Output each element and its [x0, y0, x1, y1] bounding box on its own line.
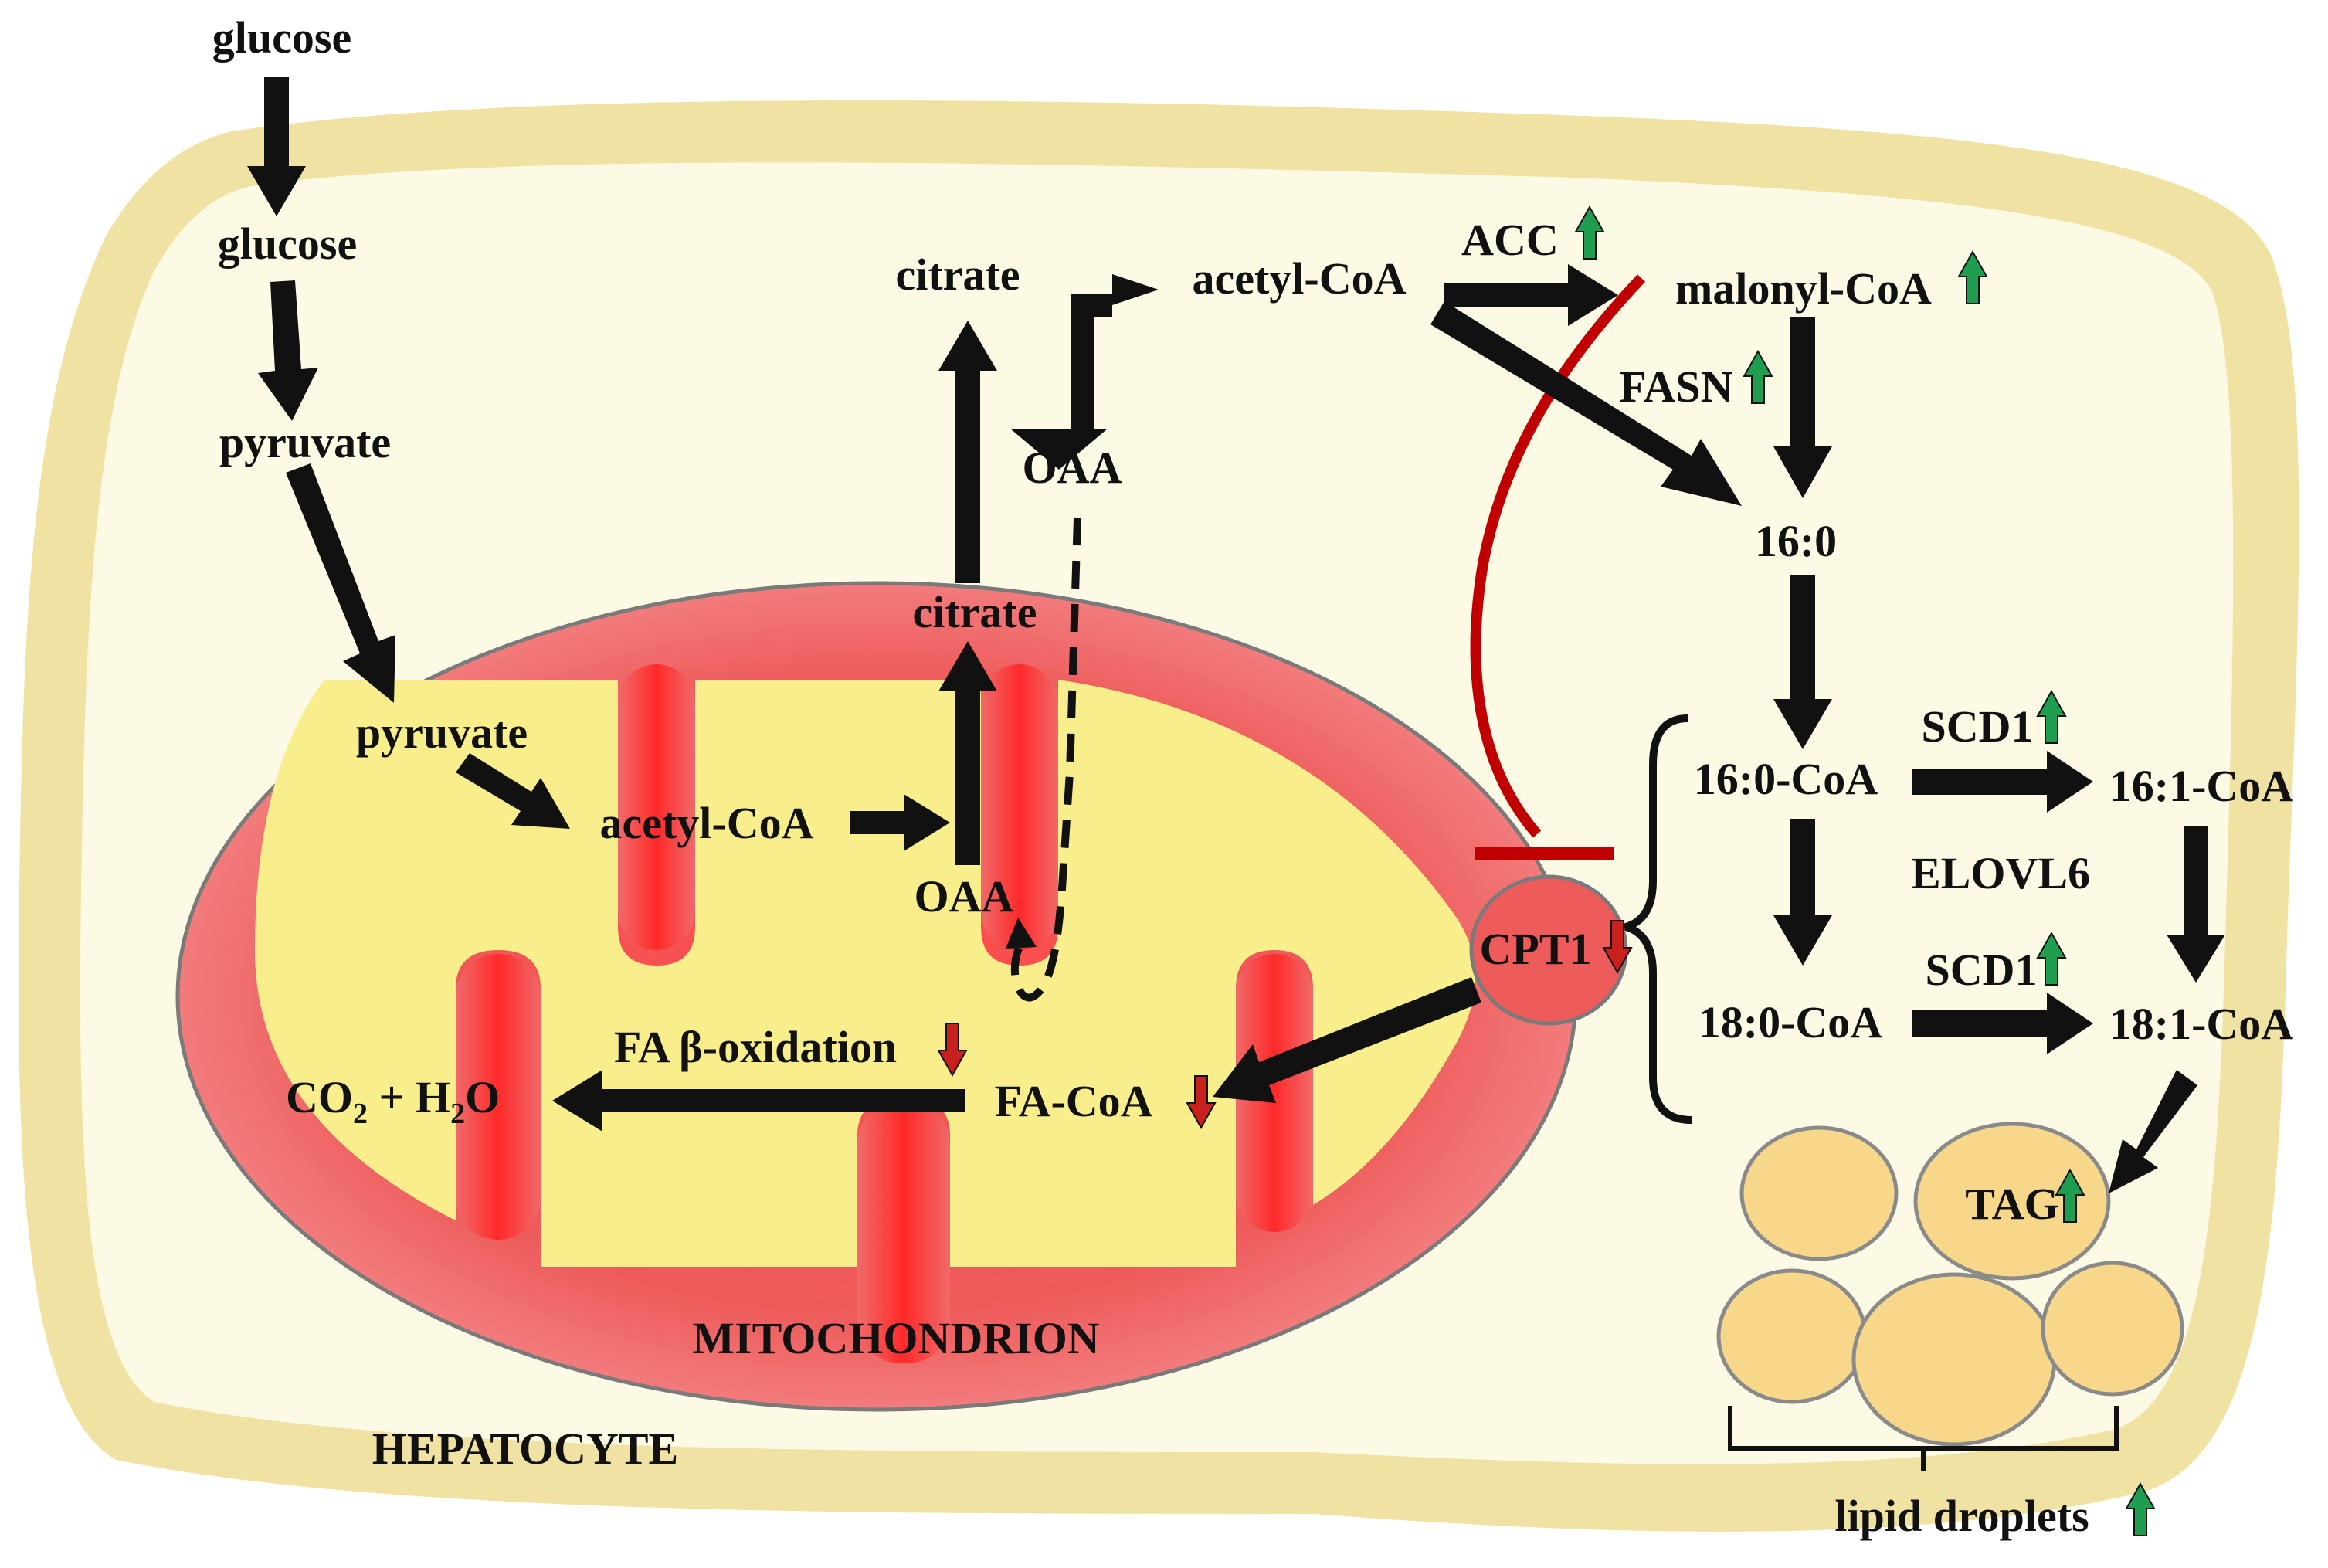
arrow-scd1-18 — [1912, 993, 2093, 1054]
lipid-droplet — [1739, 1125, 1899, 1261]
lipid-droplet — [2041, 1261, 2184, 1397]
labels: glucose glucose pyruvate citrate acetyl-… — [212, 12, 2294, 1541]
arrow-malonyl-16-0 — [1773, 317, 1832, 498]
co2-h2o-sub-2: 2 — [353, 1098, 368, 1130]
arrow-glucose-pyruvate — [258, 280, 318, 421]
arrow-16-0-coa — [1773, 575, 1832, 749]
mitochondrion-label: MITOCHONDRION — [692, 1313, 1100, 1363]
oaa-return-dashed-arrow — [1010, 517, 1081, 1002]
arrow-oaa-citrate-mito — [938, 641, 997, 865]
up-arrow-icon — [1743, 349, 1773, 404]
fasn-enzyme-label: FASN — [1619, 361, 1732, 412]
co2-h2o-o: O — [465, 1072, 500, 1122]
up-arrow-icon — [1957, 249, 1988, 304]
up-arrow-icon — [2055, 1168, 2085, 1223]
lipid-droplet — [1716, 1268, 1868, 1404]
arrow-scd1-16 — [1912, 751, 2093, 813]
lipid-droplets-bracket — [1728, 1406, 2119, 1471]
cpt1-label: CPT1 — [1480, 924, 1592, 974]
co2-h2o-plus-h: + H — [368, 1072, 450, 1122]
arrow-acetyl-malonyl — [1444, 264, 1618, 326]
lipid-droplet — [1851, 1272, 2057, 1447]
up-arrow-icon — [2036, 689, 2067, 744]
down-arrow-icon — [1602, 920, 1633, 975]
citrate-mito-label: citrate — [913, 587, 1037, 637]
fa-coa-label: FA-CoA — [994, 1076, 1152, 1126]
co2-h2o-sub-2b: 2 — [450, 1098, 465, 1130]
arrow-fa-coa-co2 — [552, 1070, 965, 1132]
hepatocyte-label: HEPATOCYTE — [372, 1424, 678, 1474]
arrow-cpt1-fa-coa — [1213, 977, 1481, 1103]
arrow-elovl6-16-18 — [2167, 826, 2225, 983]
arrow-16-0-18-0 — [1773, 819, 1832, 966]
citrate-cytosol-label: citrate — [896, 249, 1020, 300]
18-0-coa-label: 18:0-CoA — [1698, 997, 1883, 1047]
oaa-mito-label: OAA — [915, 871, 1014, 921]
glucose-outside-label: glucose — [212, 12, 351, 63]
18-1-coa-label: 18:1-CoA — [2109, 999, 2294, 1049]
pyruvate-mito-label: pyruvate — [356, 708, 528, 758]
oaa-cytosol-label: OAA — [1023, 443, 1122, 493]
up-arrow-icon — [2125, 1481, 2156, 1536]
fa-beta-oxidation-label: FA β-oxidation — [614, 1022, 897, 1072]
arrow-acetyl-16-0 — [1430, 301, 1742, 506]
16-1-coa-label: 16:1-CoA — [2109, 761, 2294, 811]
pyruvate-cytosol-label: pyruvate — [219, 417, 391, 467]
up-arrow-icon — [1574, 205, 1605, 260]
lipid-droplets-label: lipid droplets — [1834, 1491, 2089, 1541]
lipid-droplets — [1716, 1122, 2184, 1447]
arrow-glucose-in — [247, 77, 306, 216]
arrow-18-1-tag — [2109, 1070, 2197, 1193]
acetyl-coa-mito-label: acetyl-CoA — [599, 798, 813, 848]
acetyl-coa-cytosol-label: acetyl-CoA — [1192, 253, 1406, 304]
cristae — [456, 664, 1313, 1363]
down-arrow-icon — [937, 1023, 968, 1078]
arrow-pyruvate-acetyl — [456, 753, 570, 829]
lipid-droplet-tag — [1913, 1122, 2111, 1281]
glucose-inside-label: glucose — [218, 219, 357, 269]
malonyl-coa-label: malonyl-CoA — [1675, 263, 1932, 314]
tag-label: TAG — [1965, 1179, 2058, 1229]
malonyl-coa-inhibition-line — [1470, 274, 1646, 838]
co2-h2o-label: CO2 + H2O — [286, 1072, 500, 1130]
16-0-coa-label: 16:0-CoA — [1694, 754, 1878, 804]
regulation-indicators — [937, 205, 2156, 1536]
arrow-citrate-acetyl-oaa — [1010, 274, 1159, 470]
acc-enzyme-label: ACC — [1461, 215, 1559, 265]
arrow-acetyl-oaa — [850, 794, 950, 851]
arrow-citrate-export — [938, 321, 997, 583]
up-arrow-icon — [2036, 931, 2067, 986]
down-arrow-icon — [1186, 1075, 1217, 1130]
oaa-return-arrowhead — [1006, 918, 1037, 949]
scd1-18-label: SCD1 — [1925, 945, 2037, 995]
acyl-coa-bracket — [1611, 714, 1692, 1124]
arrows — [247, 77, 2225, 1193]
scd1-16-label: SCD1 — [1921, 701, 2033, 752]
elovl6-enzyme-label: ELOVL6 — [1911, 848, 2090, 898]
arrow-pyruvate-mito — [286, 463, 395, 703]
palmitate-16-0-label: 16:0 — [1755, 516, 1837, 566]
co2-h2o-co: CO — [286, 1072, 353, 1122]
